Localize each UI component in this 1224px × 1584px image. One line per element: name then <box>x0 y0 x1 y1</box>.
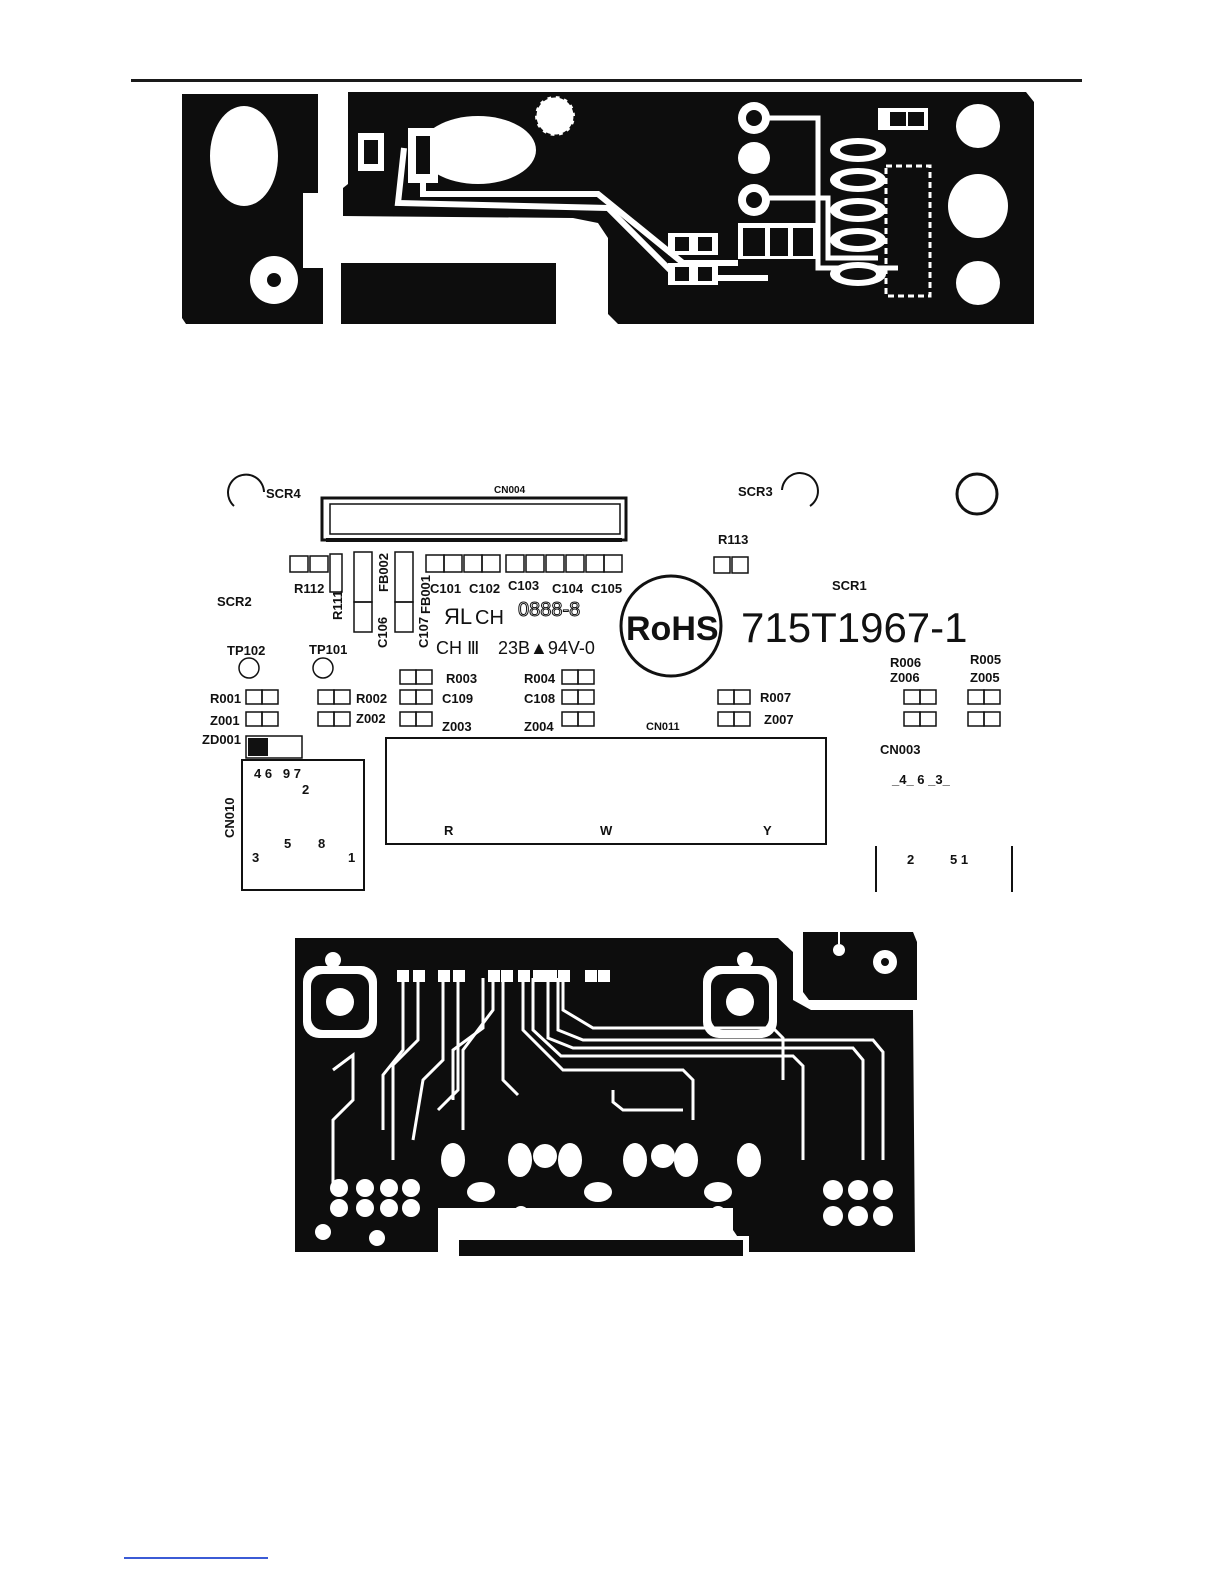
label-r113: R113 <box>718 532 748 547</box>
pcb-top-layer <box>178 88 1040 328</box>
ch-mark: CH <box>475 607 504 629</box>
footer-link[interactable] <box>124 1557 268 1559</box>
label-zd001: ZD001 <box>202 732 241 747</box>
cn003-pins-top: _4_ 6 _3_ <box>891 772 951 787</box>
label-tp101: TP101 <box>309 642 347 657</box>
led-y: Y <box>763 823 772 838</box>
label-r002: R002 <box>356 691 387 706</box>
cn003-pins-51: 5 1 <box>950 852 968 867</box>
label-r007: R007 <box>760 690 791 705</box>
label-tp102: TP102 <box>227 643 265 658</box>
label-c105: C105 <box>591 581 622 596</box>
cn010-pin-8: 8 <box>318 836 325 851</box>
label-fb002: FB002 <box>376 553 391 592</box>
label-c107: C107 <box>416 617 431 648</box>
led-r: R <box>444 823 454 838</box>
label-r111: R111 <box>330 590 345 620</box>
header-rule <box>131 79 1082 82</box>
label-c109: C109 <box>442 691 473 706</box>
label-cn004: CN004 <box>494 485 526 496</box>
label-r003: R003 <box>446 671 477 686</box>
label-z007: Z007 <box>764 712 794 727</box>
label-c106: C106 <box>375 617 390 648</box>
cn010-pins-top: 4 6 9 7 <box>254 766 301 781</box>
led-w: W <box>600 823 613 838</box>
label-c102: C102 <box>469 581 500 596</box>
label-scr3: SCR3 <box>738 484 773 499</box>
label-scr1: SCR1 <box>832 578 867 593</box>
part-number: 715T1967-1 <box>741 604 968 651</box>
label-c101: C101 <box>430 581 461 596</box>
label-c108: C108 <box>524 691 555 706</box>
cn010-pin-3: 3 <box>252 850 259 865</box>
rohs-mark: RoHS <box>626 610 719 648</box>
label-z001: Z001 <box>210 713 240 728</box>
scr3-arc <box>782 473 818 506</box>
scr4-arc <box>228 475 264 506</box>
pcb-bottom-layer <box>293 930 921 1266</box>
cn003-pin-2: 2 <box>907 852 914 867</box>
label-c104: C104 <box>552 581 584 596</box>
cn010-pin-1: 1 <box>348 850 355 865</box>
pcb-silkscreen-layer: SCR4 SCR3 CN004 R112 R111 FB002 C106 FB0… <box>190 462 1025 907</box>
label-z005: Z005 <box>970 670 1000 685</box>
label-scr2: SCR2 <box>217 594 252 609</box>
label-r005: R005 <box>970 652 1001 667</box>
label-r001: R001 <box>210 691 241 706</box>
label-z004: Z004 <box>524 719 554 734</box>
label-c103: C103 <box>508 578 539 593</box>
label-z002: Z002 <box>356 711 386 726</box>
label-z006: Z006 <box>890 670 920 685</box>
label-r006: R006 <box>890 655 921 670</box>
label-cn011: CN011 <box>646 721 680 733</box>
ch-grade-mark: CH Ⅲ <box>436 638 479 658</box>
cn010-pin-mid: 2 <box>302 782 309 797</box>
label-r112: R112 <box>294 581 324 596</box>
label-scr4: SCR4 <box>266 486 301 501</box>
flammability-rating: 23B▲94V-0 <box>498 638 595 658</box>
label-cn003: CN003 <box>880 742 920 757</box>
cn010-pin-5: 5 <box>284 836 291 851</box>
ul-mark: ЯL <box>444 604 472 629</box>
date-code: 0888-8 <box>518 599 580 621</box>
mount-hole <box>957 474 997 514</box>
label-z003: Z003 <box>442 719 472 734</box>
label-r004: R004 <box>524 671 556 686</box>
label-cn010: CN010 <box>222 798 237 838</box>
